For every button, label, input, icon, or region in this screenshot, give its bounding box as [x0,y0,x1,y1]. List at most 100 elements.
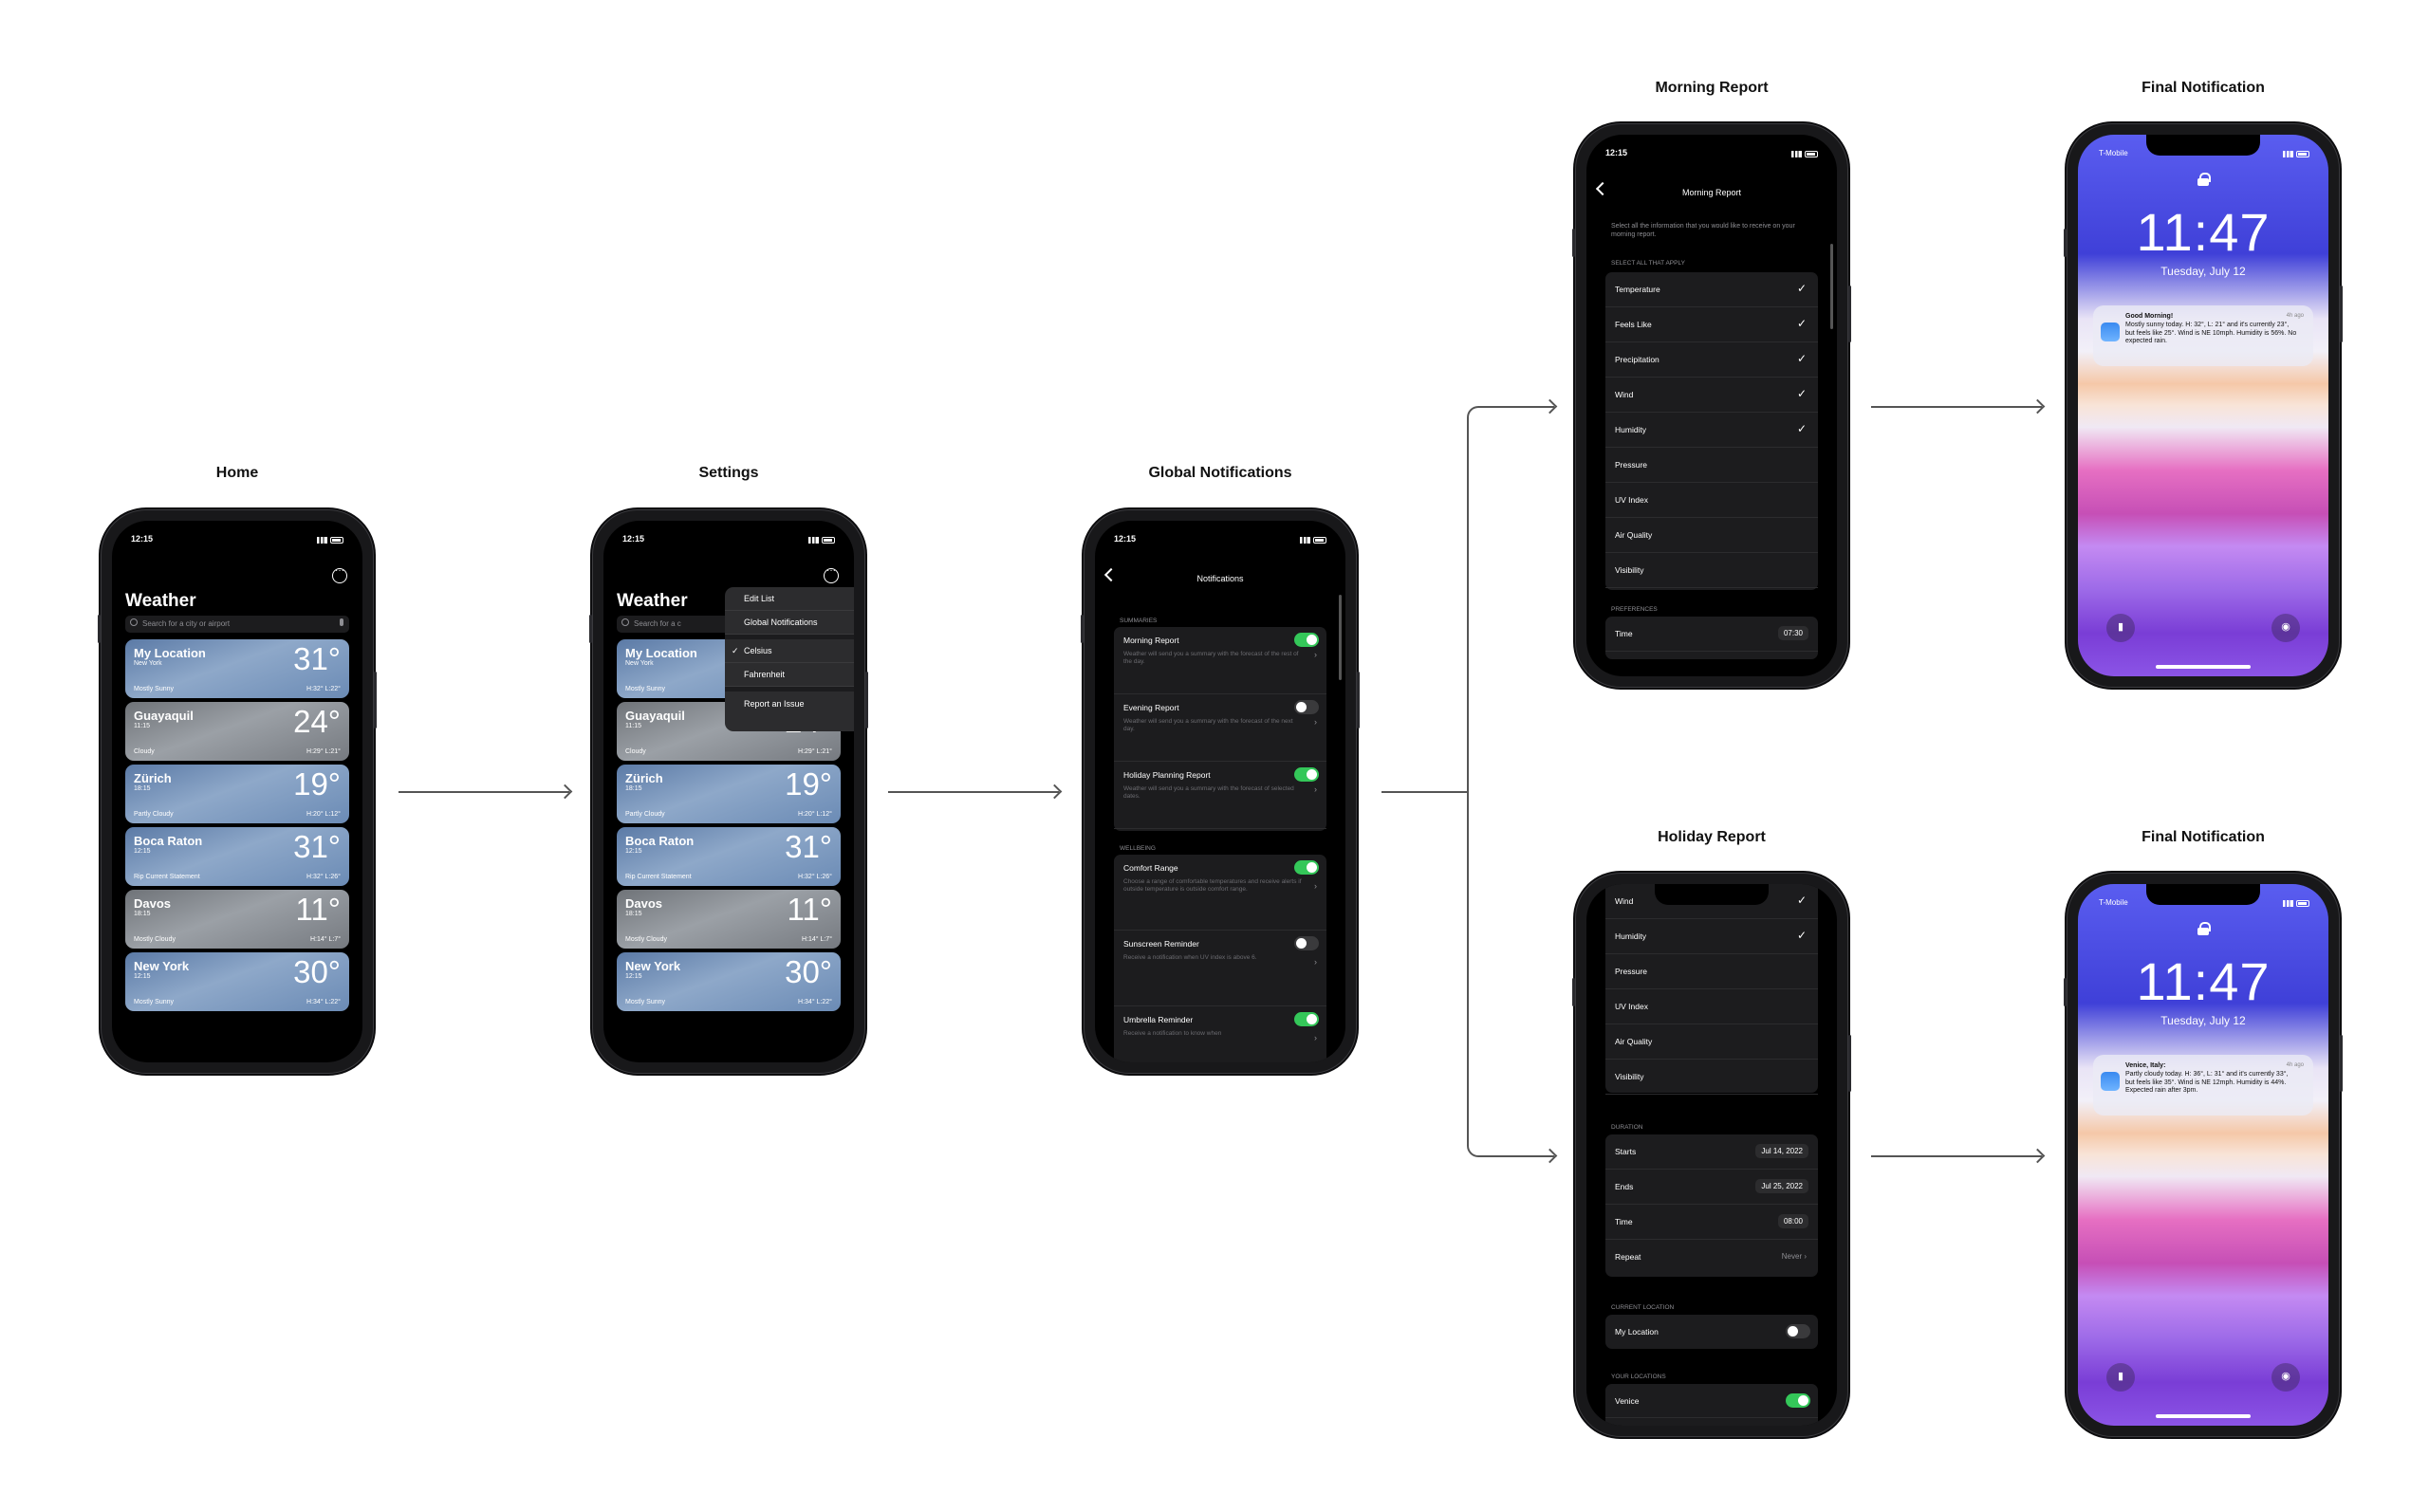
notification-toggle[interactable] [1294,767,1319,782]
chevron-right-icon[interactable]: › [1314,881,1317,891]
location-subtitle: 12:15 [625,848,642,855]
location-high-low: H:34° L:22° [306,999,341,1005]
option-row[interactable]: Pressure [1605,954,1818,989]
chevron-right-icon[interactable]: › [1314,957,1317,967]
chevron-right-icon[interactable]: › [1314,784,1317,794]
location-high-low: H:14° L:7° [801,936,832,943]
my-location-toggle[interactable] [1786,1324,1810,1338]
notification-card[interactable]: Good Morning! 4h ago Mostly sunny today.… [2093,305,2313,366]
location-condition: Mostly Sunny [134,686,175,692]
global-notifications-screen: 12:15 Notifications SUMMARIES Morning Re… [1095,521,1345,1062]
home-screen: 12:15 Weather Search for a city or airpo… [112,521,362,1062]
home-indicator[interactable] [2156,665,2251,669]
ends-picker[interactable]: Jul 25, 2022 [1755,1179,1808,1193]
options-menu: Edit List✎ Global Notifications♫ ✓Celsiu… [725,587,854,731]
starts-picker[interactable]: Jul 14, 2022 [1755,1144,1808,1158]
option-row[interactable]: Visibility [1605,553,1818,588]
menu-item-fahrenheit[interactable]: Fahrenheit°F [725,663,854,687]
status-time: 12:15 [1114,534,1137,544]
venice-toggle[interactable] [1786,1393,1810,1408]
menu-item-edit-list[interactable]: Edit List✎ [725,587,854,611]
camera-button[interactable]: ◉ [2271,1363,2300,1392]
option-label: Humidity [1615,931,1647,941]
option-row[interactable]: Precipitation✓ [1605,342,1818,378]
flashlight-button[interactable]: ▮ [2106,1363,2135,1392]
camera-icon: ◉ [2281,1371,2290,1382]
camera-button[interactable]: ◉ [2271,614,2300,642]
location-name: My Location [625,646,697,660]
option-row[interactable]: UV Index [1605,989,1818,1024]
time-picker[interactable]: 07:30 [1777,626,1808,640]
more-options-icon[interactable] [332,565,347,583]
location-condition: Mostly Cloudy [134,936,176,943]
notification-toggle[interactable] [1294,633,1319,647]
option-row[interactable]: Temperature✓ [1605,272,1818,307]
option-row[interactable]: Humidity✓ [1605,919,1818,954]
location-temperature: 31° [293,641,341,676]
location-high-low: H:20° L:12° [306,811,341,818]
location-temperature: 19° [293,766,341,802]
search-input[interactable]: Search for a city or airport [125,616,349,633]
option-row[interactable]: Air Quality [1605,1024,1818,1060]
notification-toggle[interactable] [1294,936,1319,950]
location-condition: Mostly Cloudy [625,936,667,943]
flashlight-button[interactable]: ▮ [2106,614,2135,642]
option-row[interactable]: Wind✓ [1605,884,1818,919]
option-row[interactable]: Pressure [1605,448,1818,483]
chevron-right-icon[interactable]: › [1314,1033,1317,1042]
option-label: Wind [1615,390,1634,399]
notification-toggle[interactable] [1294,860,1319,875]
option-label: UV Index [1615,1002,1648,1011]
camera-icon: ◉ [2281,621,2290,633]
menu-item-report-issue[interactable]: Report an Issue▢ [744,698,805,709]
your-locations-group: Venice [1605,1384,1818,1426]
location-name: My Location [134,646,206,660]
option-row[interactable]: Air Quality [1605,518,1818,553]
phone-final-notification-1: T-Mobile 11:47 Tuesday, July 12 Good Mor… [2064,123,2343,688]
flow-branch-vertical [1467,406,1480,1157]
chevron-right-icon[interactable]: › [1314,650,1317,659]
option-row[interactable]: Humidity✓ [1605,413,1818,448]
notification-description: Receive a notification when UV index is … [1123,954,1257,961]
menu-item-celsius[interactable]: ✓Celsius°C [725,639,854,663]
location-condition: Partly Cloudy [134,811,174,818]
notification-toggle[interactable] [1294,1012,1319,1026]
checkmark-icon: ✓ [1796,387,1807,400]
home-indicator[interactable] [2156,1414,2251,1418]
notification-toggle[interactable] [1294,700,1319,714]
menu-item-global-notifications[interactable]: Global Notifications♫ [725,611,854,635]
time-picker[interactable]: 08:00 [1777,1214,1808,1228]
option-row[interactable]: Feels Like✓ [1605,307,1818,342]
option-row[interactable]: Wind ✓ [1605,378,1818,413]
notification-card[interactable]: Venice, Italy: 4h ago Partly cloudy toda… [2093,1055,2313,1116]
checkmark-icon: ✓ [1796,352,1807,365]
chevron-right-icon[interactable]: › [1314,717,1317,727]
option-label: UV Index [1615,495,1648,505]
option-row[interactable]: UV Index [1605,483,1818,518]
title-holiday-report: Holiday Report [1658,829,1766,845]
microphone-icon[interactable] [340,618,343,626]
notification-description: Receive a notification to know when [1123,1030,1222,1037]
notification-label: Sunscreen Reminder [1123,939,1199,949]
more-options-icon[interactable] [824,565,839,583]
unlock-icon [2197,173,2211,186]
option-row[interactable]: Visibility [1605,1060,1818,1095]
